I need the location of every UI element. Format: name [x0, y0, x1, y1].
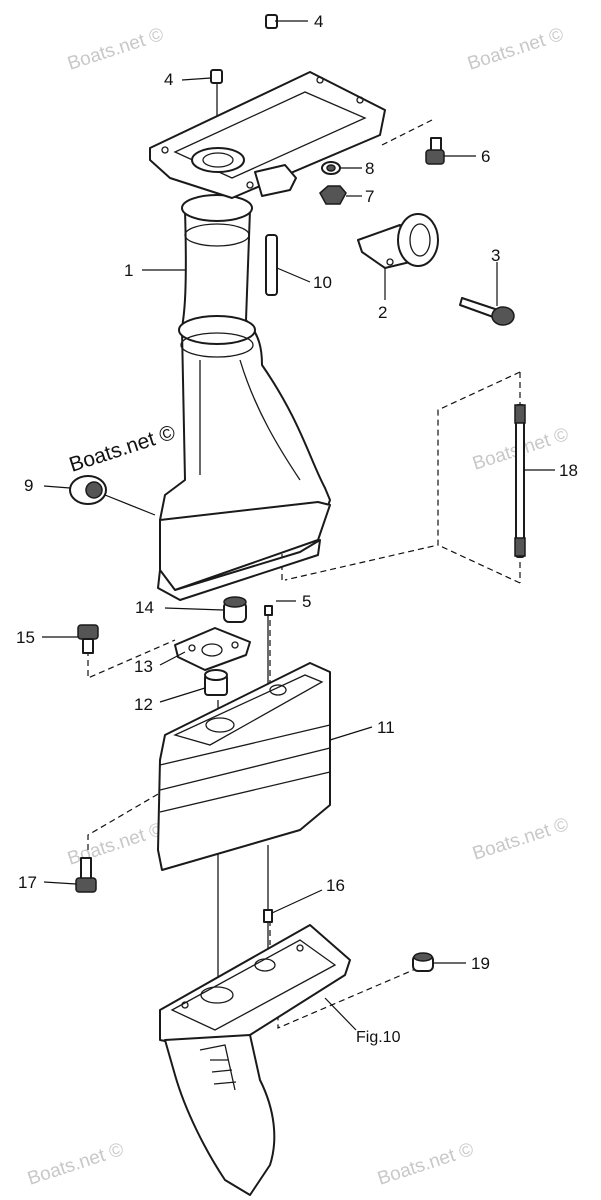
callout-4: 4: [314, 12, 323, 31]
callout-7: 7: [365, 187, 374, 206]
assembly-line-18-lower: [437, 544, 521, 584]
watermark: Boats.net ©: [465, 24, 566, 75]
callout-14: 14: [135, 598, 154, 617]
part-17-bolt: [75, 857, 97, 893]
callout-4: 4: [164, 70, 173, 89]
part-2-clamp: [357, 213, 439, 269]
watermark-dark: Boats.net ©: [66, 421, 178, 477]
callout-11: 11: [377, 718, 395, 737]
part-15-bolt: [77, 624, 99, 654]
callout-19: 19: [471, 954, 490, 973]
leader-lines: [42, 20, 555, 1031]
callout-18: 18: [559, 461, 578, 480]
assembly-line-18: [284, 371, 521, 581]
assembly-line-17: [87, 789, 166, 850]
part-4-pins: [210, 14, 278, 84]
assembly-line-15: [87, 639, 176, 679]
callout-15: 15: [16, 628, 35, 647]
assembly-lines: [87, 119, 521, 1029]
part-13-plate: [174, 627, 251, 671]
part-3-bolt: [459, 297, 515, 326]
part-9-grommet: [69, 475, 107, 505]
assembly-line-6: [381, 119, 433, 146]
part-8-washer: [321, 161, 341, 175]
watermark: Boats.net ©: [375, 1139, 476, 1190]
callout-17: 17: [18, 873, 37, 892]
callout-8: 8: [365, 159, 374, 178]
callout-9: 9: [24, 476, 33, 495]
assembly-line-19: [277, 967, 419, 1029]
callout-2: 2: [378, 303, 387, 322]
figure-reference: Fig.10: [356, 1029, 401, 1046]
callout-16: 16: [326, 876, 345, 895]
part-10-rod: [265, 234, 278, 296]
callout-5: 5: [302, 592, 311, 611]
watermark: Boats.net ©: [25, 1139, 126, 1190]
part-12-bushing: [204, 669, 228, 696]
part-18-stud: [514, 404, 526, 558]
part-7-nut: [319, 185, 347, 205]
lower-unit-gearcase: [159, 924, 351, 1196]
callout-3: 3: [491, 246, 500, 265]
callout-13: 13: [134, 657, 153, 676]
callout-12: 12: [134, 695, 153, 714]
part-14-mount: [223, 596, 247, 623]
part-16-dowel: [263, 909, 273, 923]
part-5-dowel: [264, 605, 273, 616]
watermark: Boats.net ©: [470, 814, 571, 865]
part-6-bolt: [425, 137, 445, 165]
mounting-bracket: [149, 71, 386, 199]
watermark: Boats.net ©: [65, 24, 166, 75]
watermarks: Boats.net © Boats.net © Boats.net © Boat…: [25, 24, 571, 1190]
part-1-upper-casing: [157, 194, 331, 601]
callout-1: 1: [124, 261, 133, 280]
part-11-extension-case: [157, 662, 331, 871]
callout-6: 6: [481, 147, 490, 166]
callout-labels: 4 4 6 8 7 1 10 2 3 9 18 14 5 15 13 12 11…: [16, 12, 578, 1046]
callout-10: 10: [313, 273, 332, 292]
part-19-cap-nut: [412, 952, 434, 972]
